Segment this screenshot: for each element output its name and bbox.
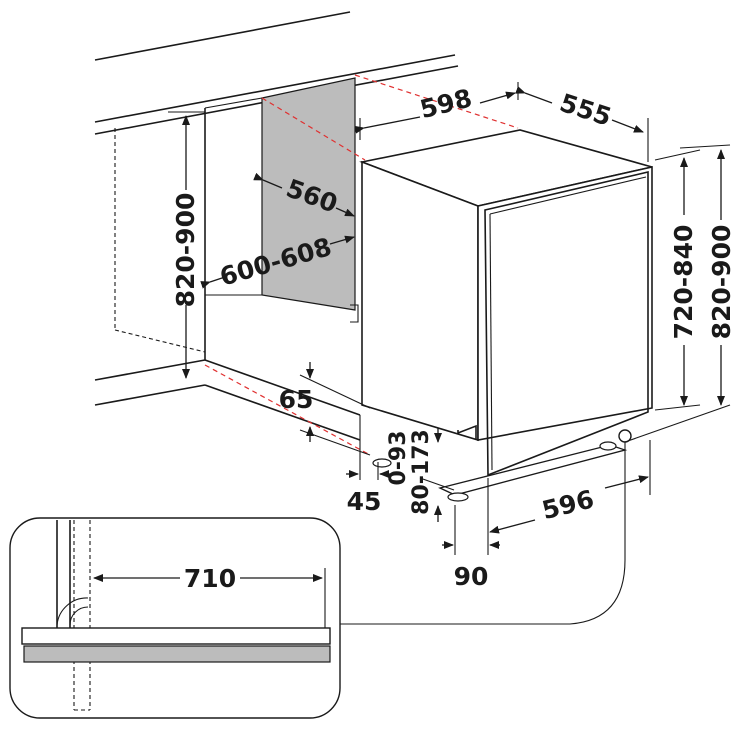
label-door-clearance: 80-173 — [409, 429, 434, 515]
label-inset-door-travel: 710 — [184, 564, 236, 593]
dishwasher-body — [350, 129, 653, 502]
label-cabinet-height: 820-900 — [171, 193, 200, 308]
dimension-lines — [168, 82, 731, 555]
label-foot-offset: 45 — [347, 487, 382, 516]
label-door-width: 596 — [539, 484, 597, 525]
left-cabinet — [114, 97, 263, 360]
niche-back-wall — [261, 77, 356, 311]
label-appliance-depth: 555 — [556, 88, 615, 132]
inset-callout-connector — [340, 442, 626, 625]
label-door-offset: 90 — [454, 562, 489, 591]
label-appliance-width: 598 — [417, 83, 475, 124]
label-foot-adjust: 0-93 — [386, 430, 411, 485]
floor-lines — [94, 359, 361, 441]
door-travel-inset — [9, 517, 341, 719]
label-appliance-height-min: 720-840 — [669, 225, 698, 340]
hidden-edges — [204, 74, 519, 456]
label-plinth-height: 65 — [279, 385, 314, 414]
label-appliance-height-total: 820-900 — [707, 225, 736, 340]
